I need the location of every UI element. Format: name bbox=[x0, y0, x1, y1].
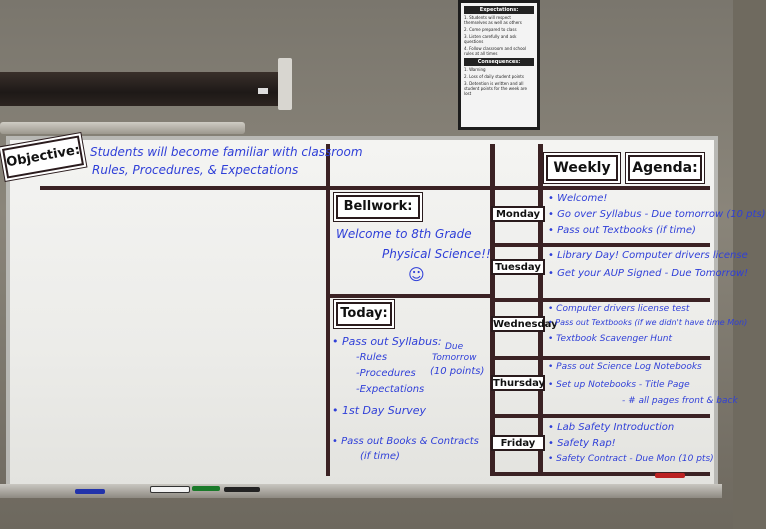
marker-green[interactable] bbox=[192, 486, 220, 491]
friday-line: • Safety Contract - Due Mon (10 pts) bbox=[548, 454, 714, 464]
friday-line: • Lab Safety Introduction bbox=[548, 422, 675, 433]
consequence-item: 1. Warning bbox=[464, 67, 486, 72]
today-sub-procedures: -Procedures bbox=[356, 368, 416, 379]
consequence-item: 2. Loss of daily student points bbox=[464, 74, 524, 79]
expectation-item: 1. Students will respect themselves as w… bbox=[464, 15, 522, 25]
monday-line: • Welcome! bbox=[548, 193, 608, 204]
marker-red[interactable] bbox=[655, 473, 685, 478]
today-label: Today: bbox=[336, 302, 392, 326]
thursday-line: • Pass out Science Log Notebooks bbox=[548, 362, 702, 372]
tuesday-line: • Get your AUP Signed - Due Tomorrow! bbox=[548, 268, 749, 279]
monday-line: • Go over Syllabus - Due tomorrow (10 pt… bbox=[548, 209, 766, 220]
thursday-line: - # all pages front & back bbox=[622, 396, 738, 406]
tape-line bbox=[330, 294, 495, 298]
rules-poster: Expectations: 1. Students will respect t… bbox=[458, 0, 540, 130]
today-item-books-note: (if time) bbox=[360, 451, 400, 462]
day-label-monday: Monday bbox=[491, 206, 545, 222]
today-item-books: • Pass out Books & Contracts bbox=[332, 436, 479, 447]
marker-tray bbox=[0, 484, 722, 498]
marker-blue[interactable] bbox=[75, 489, 105, 494]
day-label-tuesday: Tuesday bbox=[491, 259, 545, 275]
today-sub-expectations: -Expectations bbox=[356, 384, 425, 395]
friday-line: • Safety Rap! bbox=[548, 438, 616, 449]
expectations-title: Expectations: bbox=[464, 6, 534, 14]
consequence-item: 3. Detention is written and all student … bbox=[464, 81, 527, 96]
screen-bracket bbox=[278, 58, 292, 110]
today-sub-rules: -Rules bbox=[356, 352, 388, 363]
expectation-item: 4. Follow classroom and school rules at … bbox=[464, 46, 527, 56]
tape-line bbox=[326, 144, 330, 476]
tape-line bbox=[495, 414, 710, 418]
screen-tag bbox=[258, 88, 268, 94]
tape-line bbox=[495, 186, 710, 190]
day-label-wednesday: Wednesday bbox=[491, 316, 558, 332]
today-tomorrow: Tomorrow bbox=[432, 353, 477, 363]
projector-screen-housing bbox=[0, 72, 285, 106]
tape-line bbox=[40, 186, 326, 190]
wednesday-line: • Textbook Scavenger Hunt bbox=[548, 334, 673, 344]
marker-eraser[interactable] bbox=[150, 486, 190, 493]
smiley-icon: ☺ bbox=[408, 265, 425, 284]
marker-black[interactable] bbox=[224, 487, 260, 492]
tuesday-line: • Library Day! Computer drivers license bbox=[548, 250, 748, 261]
today-item-syllabus: • Pass out Syllabus: bbox=[332, 335, 442, 348]
expectation-item: 3. Listen carefully and ask questions bbox=[464, 34, 517, 44]
day-label-friday: Friday bbox=[491, 435, 545, 451]
weekly-label: Weekly bbox=[546, 155, 618, 181]
tape-line bbox=[495, 356, 710, 360]
tape-line bbox=[330, 186, 490, 190]
bellwork-line-2: Physical Science!! bbox=[382, 247, 491, 261]
tape-line bbox=[495, 298, 710, 302]
objective-line-1: Students will become familiar with class… bbox=[90, 145, 363, 159]
monday-line: • Pass out Textbooks (if time) bbox=[548, 225, 696, 236]
wednesday-line: • Pass out Textbooks (if we didn't have … bbox=[548, 318, 748, 327]
thursday-line: • Set up Notebooks - Title Page bbox=[548, 380, 690, 390]
agenda-label: Agenda: bbox=[628, 155, 702, 181]
wednesday-line: • Computer drivers license test bbox=[548, 304, 690, 314]
consequences-title: Consequences: bbox=[464, 58, 534, 66]
today-points: (10 points) bbox=[430, 366, 485, 377]
today-due: Due bbox=[445, 342, 464, 352]
tape-line bbox=[495, 472, 710, 476]
today-item-survey: • 1st Day Survey bbox=[332, 404, 427, 417]
map-rail bbox=[0, 122, 245, 134]
bellwork-line-1: Welcome to 8th Grade bbox=[336, 227, 472, 241]
objective-line-2: Rules, Procedures, & Expectations bbox=[92, 163, 299, 177]
tape-line bbox=[490, 144, 495, 476]
tape-line bbox=[495, 243, 710, 247]
tape-line bbox=[538, 144, 543, 476]
day-label-thursday: Thursday bbox=[491, 375, 545, 391]
bellwork-label: Bellwork: bbox=[336, 195, 420, 219]
expectation-item: 2. Come prepared to class bbox=[464, 27, 517, 32]
